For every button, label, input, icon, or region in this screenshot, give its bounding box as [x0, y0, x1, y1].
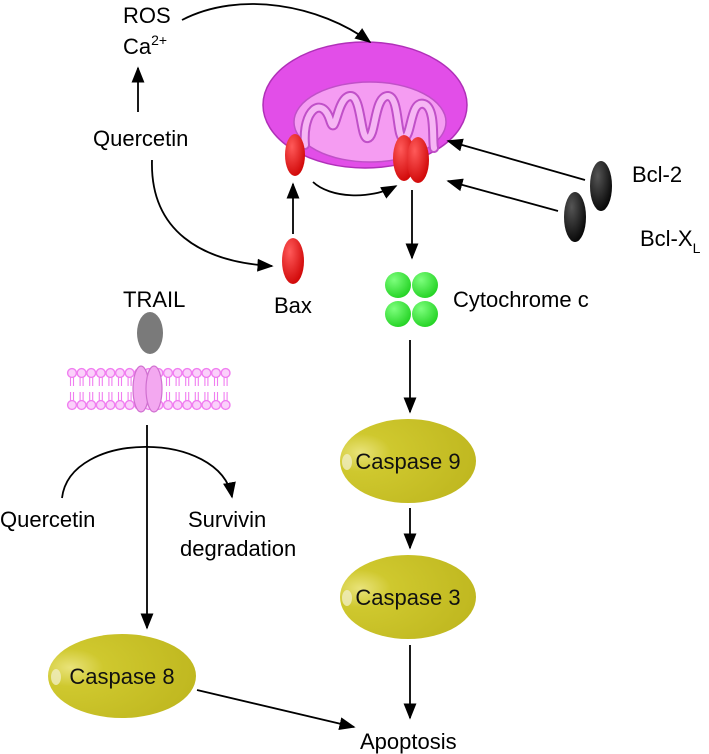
label-bcl2: Bcl-2: [632, 162, 682, 187]
label-survivin: Survivin: [188, 507, 266, 532]
caspase-9-label: Caspase 9: [355, 449, 460, 474]
label-bclxl: Bcl-XL: [640, 226, 701, 256]
cell-membrane: [66, 365, 231, 413]
bax-pore-right: [393, 135, 429, 183]
label-apoptosis: Apoptosis: [360, 729, 457, 754]
label-degradation: degradation: [180, 536, 296, 561]
arrow-casp8-to-apoptosis: [196, 689, 356, 730]
label-ca2: Ca2+: [123, 32, 167, 59]
arrows: [61, 3, 586, 730]
label-quercetin-top: Quercetin: [93, 126, 188, 151]
caspase-3: Caspase 3: [340, 555, 476, 639]
arrow-bax-to-pore: [312, 181, 398, 199]
label-trail: TRAIL: [123, 287, 185, 312]
cytochrome-c-cluster: [385, 272, 438, 327]
arrow-ros-to-mito: [181, 3, 372, 43]
trail-receptor: [145, 365, 163, 413]
arrow-bcl2-to-mito: [446, 138, 586, 181]
label-cytochrome-c: Cytochrome c: [453, 287, 589, 312]
bax-pore-left: [285, 134, 305, 176]
bax-protein: [282, 238, 304, 284]
arrow-bclxl-to-mito: [446, 178, 559, 212]
arrow-quercetin-to-survivin: [61, 446, 236, 499]
caspase-9: Caspase 9: [340, 419, 476, 503]
caspase-8: Caspase 8: [48, 634, 196, 718]
label-ros: ROS: [123, 3, 171, 28]
label-bax: Bax: [274, 293, 312, 318]
caspase-3-label: Caspase 3: [355, 585, 460, 610]
label-quercetin-bottom: Quercetin: [0, 507, 95, 532]
arrow-quercetin-to-bax: [151, 159, 274, 272]
trail-ligand: [137, 312, 163, 354]
bcl2-protein: [590, 161, 612, 211]
bclxl-protein: [564, 192, 586, 242]
caspase-8-label: Caspase 8: [69, 664, 174, 689]
